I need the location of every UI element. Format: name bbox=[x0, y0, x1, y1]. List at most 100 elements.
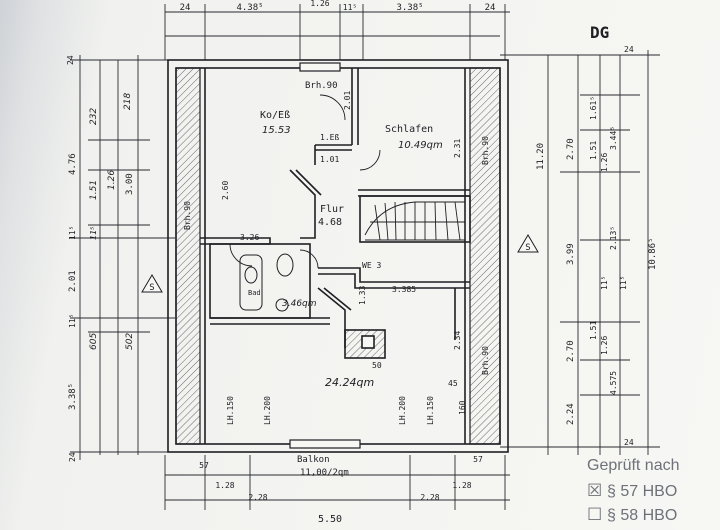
stamp-option-58: § 58 HBO bbox=[607, 507, 677, 524]
stair-treads bbox=[364, 201, 465, 241]
note-201: 2.01 bbox=[343, 91, 352, 110]
svg-text:24: 24 bbox=[66, 55, 75, 65]
svg-text:11⁵: 11⁵ bbox=[89, 227, 98, 240]
svg-text:1.28: 1.28 bbox=[215, 481, 234, 490]
section-marker-right-label: S bbox=[525, 243, 530, 253]
svg-text:1.28: 1.28 bbox=[452, 481, 471, 490]
svg-text:605: 605 bbox=[89, 333, 99, 350]
dims-left-outer: 24 4.76 11⁵ 2.01 11⁵ 3.38⁵ 24 bbox=[66, 55, 78, 462]
room-flur-label: Flur bbox=[320, 204, 344, 215]
interior-walls bbox=[200, 68, 471, 444]
room-schlafen-label: Schlafen bbox=[385, 124, 433, 135]
note-101: 1.01 bbox=[320, 155, 339, 164]
gable-walls bbox=[175, 67, 501, 445]
room-bad-label: Bad bbox=[248, 289, 261, 297]
svg-text:1.51: 1.51 bbox=[589, 141, 598, 160]
svg-text:1.51: 1.51 bbox=[589, 321, 598, 340]
note-3385: 3.385 bbox=[392, 285, 416, 294]
section-marker-right bbox=[517, 234, 539, 253]
window-top bbox=[299, 62, 341, 72]
room-wohnen-area: 24.24qm bbox=[325, 376, 374, 389]
svg-text:5.50: 5.50 bbox=[318, 514, 342, 525]
balcony-door bbox=[289, 439, 361, 449]
section-markers bbox=[141, 234, 539, 293]
room-flur-area: 4.68 bbox=[318, 217, 342, 228]
note-160: 160 bbox=[458, 400, 467, 415]
note-234: 2.34 bbox=[453, 331, 462, 350]
room-kueche-area: 15.53 bbox=[262, 125, 291, 136]
note-lh200-left: LH.200 bbox=[263, 396, 272, 425]
dims-bottom: 5.50 1.28 2.28 2.28 1.28 57 57 bbox=[199, 455, 483, 525]
bath-fixtures bbox=[239, 253, 294, 312]
room-bad-area: 3.46qm bbox=[282, 299, 317, 309]
svg-text:2.01: 2.01 bbox=[68, 270, 78, 292]
svg-text:11⁵: 11⁵ bbox=[619, 276, 628, 290]
toilet-icon bbox=[276, 253, 294, 277]
svg-text:11⁵: 11⁵ bbox=[343, 3, 357, 12]
svg-text:232: 232 bbox=[89, 108, 99, 125]
svg-text:24: 24 bbox=[624, 45, 634, 54]
svg-text:1.26: 1.26 bbox=[107, 170, 117, 190]
drawing-notes: Brh.90 Brh.90 Brh.90 Brh.90 WE 3 LH.150 … bbox=[183, 81, 490, 425]
svg-text:11.20: 11.20 bbox=[536, 143, 546, 170]
svg-text:1.26: 1.26 bbox=[310, 0, 329, 8]
svg-text:3.38⁵: 3.38⁵ bbox=[396, 3, 423, 13]
svg-text:24: 24 bbox=[180, 3, 191, 13]
note-133: 1.33 bbox=[358, 286, 367, 305]
stamp-title: Geprüft nach bbox=[587, 457, 680, 474]
svg-text:11⁵: 11⁵ bbox=[68, 226, 77, 240]
note-1es: 1.Eß bbox=[320, 133, 339, 142]
svg-text:502: 502 bbox=[125, 333, 135, 350]
dims-left-inner: 218 1.26 3.00 502 bbox=[107, 93, 135, 350]
exterior-walls bbox=[167, 59, 509, 453]
note-45: 45 bbox=[448, 379, 458, 388]
room-balkon-label: Balkon bbox=[297, 455, 330, 465]
stamp-option-57: § 57 HBO bbox=[607, 483, 677, 500]
room-labels: Ko/Eß 15.53 Schlafen 10.49qm Flur 4.68 2… bbox=[248, 110, 443, 478]
room-balkon-area: 11,00/2qm bbox=[300, 468, 349, 478]
svg-text:1.26: 1.26 bbox=[600, 336, 609, 355]
note-260: 2.60 bbox=[221, 181, 230, 200]
note-50: 50 bbox=[372, 361, 382, 370]
note-brh-top: Brh.90 bbox=[305, 81, 338, 91]
dims-right: 11.20 2.70 3.99 2.70 2.24 1.61⁵ 1.51 1.2… bbox=[536, 45, 658, 447]
svg-text:218: 218 bbox=[123, 93, 133, 110]
svg-text:2.28: 2.28 bbox=[248, 493, 267, 502]
dims-top: 24 4.38⁵ 1.26 11⁵ 3.38⁵ 24 bbox=[180, 0, 496, 13]
note-brh-right-bottom: Brh.90 bbox=[481, 346, 490, 375]
section-marker-left-label: S bbox=[149, 283, 154, 293]
bathtub-icon bbox=[239, 254, 263, 311]
svg-text:2.24: 2.24 bbox=[566, 403, 576, 425]
note-326: 3.26 bbox=[240, 233, 259, 242]
stamp-option-57-checkbox: ☒ bbox=[587, 481, 602, 500]
svg-text:24: 24 bbox=[68, 452, 77, 462]
svg-text:57: 57 bbox=[199, 461, 209, 470]
svg-text:2.70: 2.70 bbox=[566, 138, 576, 160]
svg-text:24: 24 bbox=[624, 438, 634, 447]
stamp-option-58-checkbox: ☐ bbox=[587, 505, 602, 524]
svg-text:3.38⁵: 3.38⁵ bbox=[68, 383, 78, 410]
dimension-lines bbox=[70, 4, 660, 510]
note-lh150-mid: LH.150 bbox=[426, 396, 435, 425]
svg-text:2.70: 2.70 bbox=[566, 340, 576, 362]
room-schlafen-area: 10.49qm bbox=[398, 140, 443, 151]
dims-left-mid: 232 1.51 11⁵ 605 bbox=[89, 108, 99, 350]
note-stair: WE 3 bbox=[362, 261, 381, 270]
note-231: 2.31 bbox=[453, 139, 462, 158]
svg-text:11⁵: 11⁵ bbox=[68, 314, 77, 328]
svg-text:3.99: 3.99 bbox=[566, 243, 576, 265]
level-title: DG bbox=[590, 23, 609, 42]
room-kueche-label: Ko/Eß bbox=[260, 110, 290, 121]
svg-text:24: 24 bbox=[485, 3, 496, 13]
door-swings bbox=[229, 94, 381, 269]
svg-text:2.13⁵: 2.13⁵ bbox=[609, 226, 618, 250]
section-marker-left bbox=[141, 274, 163, 293]
sink-icon bbox=[275, 298, 289, 312]
svg-text:10.86⁵: 10.86⁵ bbox=[648, 237, 658, 270]
svg-text:3.44⁵: 3.44⁵ bbox=[609, 126, 618, 150]
note-lh200-mid: LH.200 bbox=[398, 396, 407, 425]
approval-stamp: Geprüft nach ☒ § 57 HBO ☐ § 58 HBO bbox=[587, 457, 680, 524]
svg-text:1.51: 1.51 bbox=[89, 180, 99, 200]
